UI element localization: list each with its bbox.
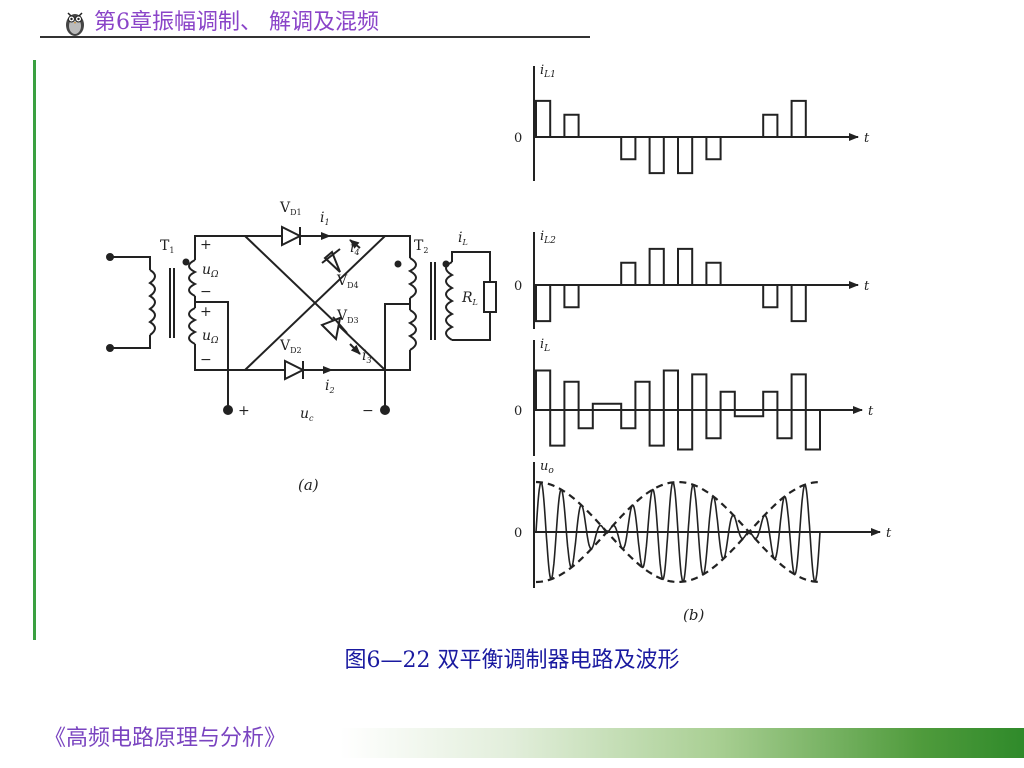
t-label: t [864,279,870,294]
diode-vd4-bar [321,248,341,264]
load-wires [451,251,491,341]
y-axis-label: iL1 [540,63,556,80]
diode-vd3-bar [332,316,348,334]
panel-label-a: (a) [298,476,319,494]
label-t2: T2 [414,238,428,255]
owl-icon [66,12,84,36]
label-vd1: VD1 [279,200,302,217]
circuit-labels: T1 T2 + − + − uΩ uΩ VD1 VD2 VD3 VD4 i1 i… [160,200,478,494]
t-label: t [868,404,874,419]
label-minus-bottom: − [200,352,212,368]
output-waveform [535,481,821,583]
y-axis-label: iL2 [540,229,556,246]
label-uc: uc [300,406,314,423]
label-u-omega-bottom: uΩ [202,328,219,346]
waveform-plot-1: 0 t iL1 [514,63,870,181]
waveform-plot-2: 0 t iL2 [514,229,870,329]
label-il: iL [458,230,468,247]
label-minus-mid: − [200,284,212,300]
label-vd2: VD2 [279,338,302,355]
pulse-waveform [535,247,820,323]
pulse-waveform [535,99,820,175]
t2-primary-coil-bottom [407,309,417,351]
waveform-plot-3: 0 t iL [514,337,874,456]
label-i4: i4 [350,240,360,257]
pulse-waveform [535,369,821,451]
side-accent-bar [33,60,36,640]
t-label: t [886,526,892,541]
circuit-a [106,225,497,415]
diode-vd1 [281,225,303,247]
chapter-title: 第6章振幅调制、 解调及混频 [94,10,379,35]
label-i1: i1 [320,210,330,227]
label-uc-plus: + [238,403,250,419]
t2-primary-coil-top [407,257,417,299]
label-uc-minus: − [362,403,374,419]
label-rl: RL [461,290,478,307]
book-title: 《高频电路原理与分析》 [44,726,287,751]
zero-label: 0 [514,404,522,419]
label-plus-mid: + [200,304,212,320]
t2-secondary-coil [445,261,455,341]
panel-label-b: (b) [683,606,704,624]
y-axis-label: uo [540,459,554,476]
diagonal-right-to-left [244,235,386,371]
uc-terminal-plus [223,405,233,415]
label-vd4: VD4 [336,273,359,290]
input-wires [113,256,151,349]
t-label: t [864,131,870,146]
figure-diagram: T1 T2 + − + − uΩ uΩ VD1 VD2 VD3 VD4 i1 i… [106,63,892,624]
zero-label: 0 [514,131,522,146]
zero-label: 0 [514,526,522,541]
i3-arrow [349,343,361,355]
t2-dot [394,260,402,268]
slide-header: 第6章振幅调制、 解调及混频 [62,8,379,38]
input-terminal-top [106,253,114,261]
zero-label: 0 [514,279,522,294]
t1-secondary-coil-top [188,259,198,297]
center-tap-wire [195,301,229,410]
label-plus-top: + [200,237,212,253]
load-resistor [483,281,497,313]
t1-dot [182,258,190,266]
header-divider [40,36,590,38]
t2-sec-dot [442,260,450,268]
figure-caption: 图6—22 双平衡调制器电路及波形 [344,648,680,673]
label-i3: i3 [362,348,372,365]
waveform-plot-4: 0 t uo [514,459,892,588]
label-t1: T1 [160,238,174,255]
input-terminal-bottom [106,344,114,352]
uc-terminal-minus [380,405,390,415]
diode-vd3 [320,316,342,342]
label-i2: i2 [325,378,335,395]
t1-secondary-coil-bottom [188,307,198,345]
t1-primary-coil [148,269,156,336]
footer-gradient-bar [340,728,1024,758]
diode-vd2 [284,359,306,381]
i4-arrow [349,239,361,249]
label-u-omega-top: uΩ [202,262,219,280]
waveform-plots: 0 t iL1 0 t iL2 0 t iL 0 t uo [514,63,892,588]
t2-center-tap [384,303,410,410]
envelope-lower [535,480,821,584]
y-axis-label: iL [540,337,550,354]
envelope-upper [535,480,821,584]
label-vd3: VD3 [336,308,359,325]
